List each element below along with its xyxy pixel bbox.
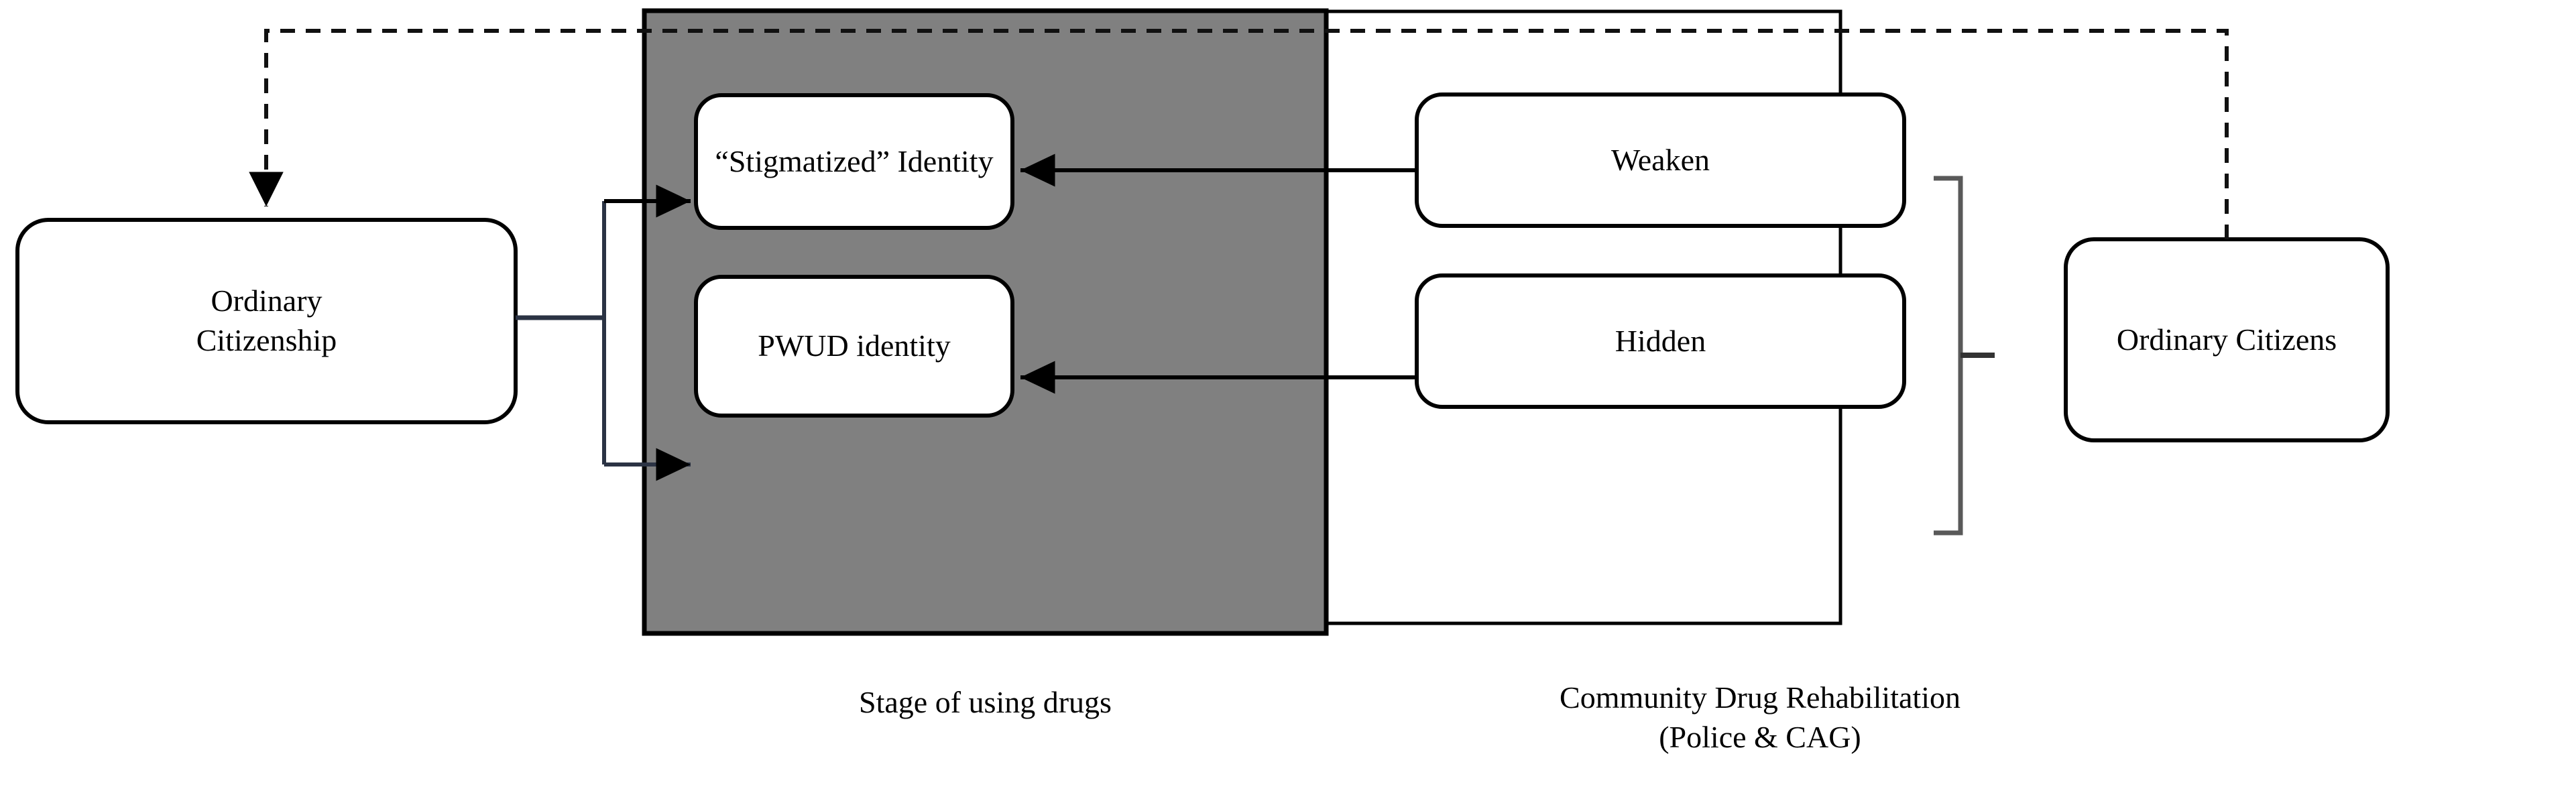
connector-citizens-feedback-dashed: [249, 29, 2229, 239]
ordinary-citizens-node[interactable]: [2064, 237, 2390, 442]
weaken-node[interactable]: [1415, 92, 1906, 228]
pwud-identity-node[interactable]: [694, 275, 1014, 418]
hidden-node[interactable]: [1415, 273, 1906, 409]
rehabilitation-group-bracket: [1934, 176, 1963, 536]
stigmatized-identity-node[interactable]: [694, 93, 1014, 230]
ordinary-citizenship-node[interactable]: [15, 218, 518, 424]
